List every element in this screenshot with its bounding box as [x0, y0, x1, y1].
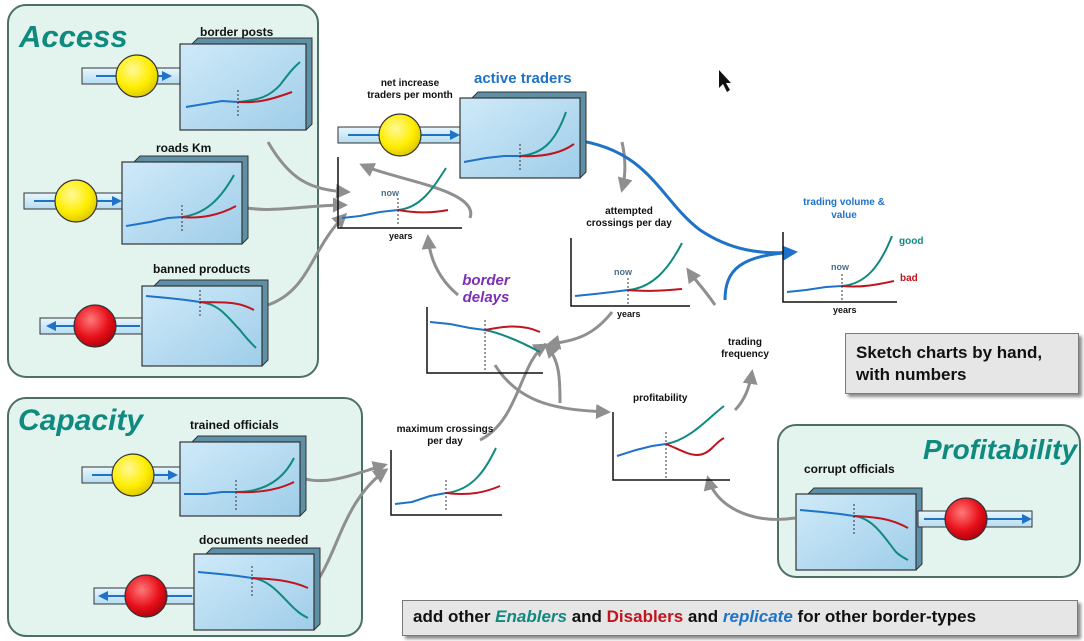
footer-text: for other border-types [792, 607, 977, 626]
footer-note: add other Enablers and Disablers and rep… [402, 600, 1078, 636]
valve-yellow [115, 54, 159, 98]
good-label: good [899, 236, 924, 247]
label-net-increase: net increase traders per month [367, 78, 453, 101]
label-profitability: profitability [633, 393, 688, 404]
stock-documents-needed [93, 547, 321, 631]
sketch-chart-net-increase [337, 157, 462, 229]
label-border-posts: border posts [200, 25, 274, 39]
footer-replicate: replicate [722, 607, 793, 626]
flow-arrows-blue [574, 138, 798, 301]
valve-red [944, 497, 988, 541]
years-label: years [389, 231, 413, 241]
label-corrupt-officials: corrupt officials [804, 462, 895, 476]
footer-disablers: Disablers [606, 607, 684, 626]
label-banned-products: banned products [153, 262, 251, 276]
stock-corrupt-officials [795, 487, 1033, 571]
label-trained-officials: trained officials [190, 418, 279, 432]
years-label: years [833, 305, 857, 315]
stock-trained-officials [81, 435, 307, 517]
footer-text: and [566, 607, 607, 626]
now-label: now [381, 188, 399, 198]
valve-yellow [378, 113, 422, 157]
label-active-traders: active traders [474, 70, 572, 87]
stock-roads-km [23, 155, 249, 245]
label-roads-km: roads Km [156, 141, 212, 155]
label-trading-frequency: trading frequency [721, 337, 769, 360]
section-title-profitability: Profitability [923, 434, 1078, 465]
valve-yellow [54, 179, 98, 223]
label-border-delays: border delays [462, 272, 510, 306]
valve-red [124, 574, 168, 618]
footer-text: and [683, 607, 723, 626]
sketch-chart-attempted-crossings [570, 238, 690, 307]
footer-enablers: Enablers [495, 607, 567, 626]
now-label: now [831, 262, 849, 272]
footer-text: add other [413, 607, 496, 626]
label-maximum-crossings: maximum crossings per day [396, 424, 494, 447]
label-attempted-crossings: attempted crossings per day [586, 206, 672, 229]
bad-label: bad [900, 273, 918, 284]
sketch-chart-maximum-crossings [390, 447, 502, 516]
label-documents-needed: documents needed [199, 533, 309, 547]
sketch-chart-trading-volume [782, 232, 897, 303]
stock-border-posts [81, 37, 313, 131]
sketch-chart-profitability [612, 405, 730, 481]
section-title-access: Access [19, 19, 128, 54]
sketch-note: Sketch charts by hand, with numbers [845, 333, 1079, 394]
label-trading-volume: trading volume & value [803, 197, 885, 221]
now-label: now [614, 267, 632, 277]
years-label: years [617, 309, 641, 319]
sketch-chart-border-delays [426, 307, 543, 374]
stock-active-traders [337, 91, 587, 179]
section-title-capacity: Capacity [18, 404, 144, 437]
valve-yellow [111, 453, 155, 497]
valve-red [73, 304, 117, 348]
mouse-cursor-icon [719, 70, 731, 92]
stock-banned-products [39, 279, 269, 367]
